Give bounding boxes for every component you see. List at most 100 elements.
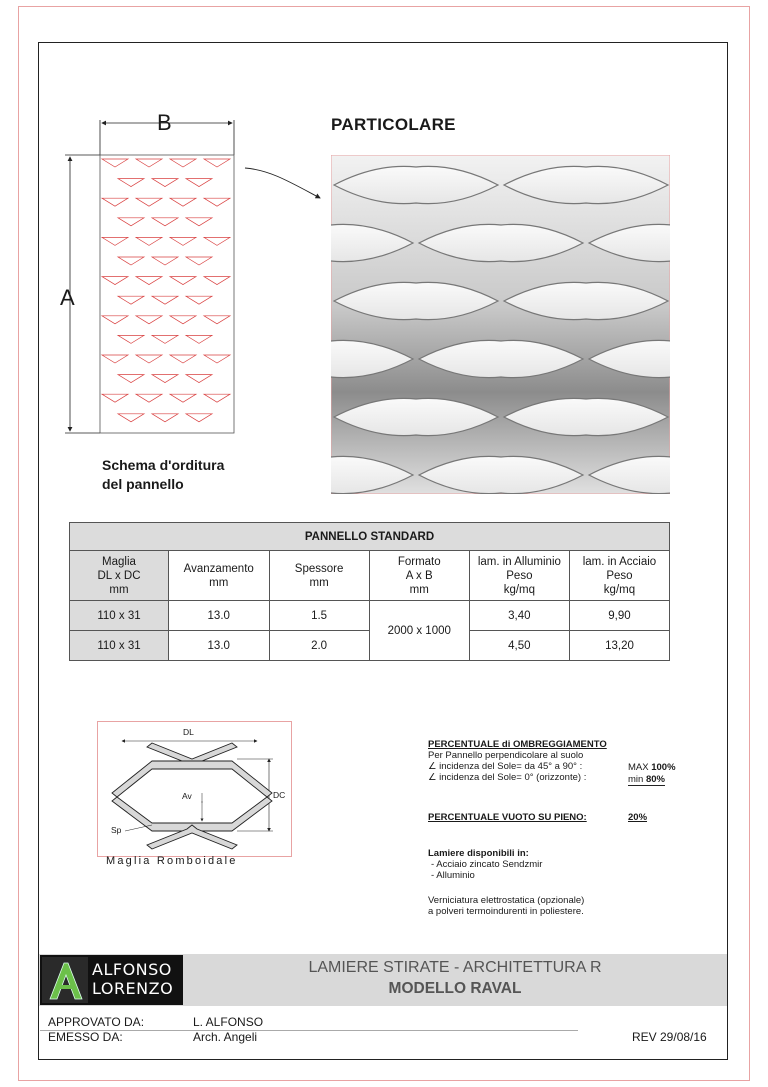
shading-min: min 80%	[628, 774, 665, 786]
pattern-triangle	[202, 237, 232, 246]
pattern-triangle	[150, 217, 180, 227]
mesh-hole	[417, 223, 585, 263]
cell-alluminio: 3,40	[468, 600, 570, 631]
mesh-diagram	[97, 721, 292, 857]
inner-frame	[38, 42, 728, 1060]
header-line: mm	[109, 583, 129, 596]
col-header-maglia: Maglia DL x DC mm	[69, 550, 169, 601]
table-title: PANNELLO STANDARD	[69, 522, 670, 551]
mesh-label-av: Av	[182, 791, 192, 801]
col-header-spessore: Spessore mm	[268, 550, 370, 601]
pattern-triangle	[100, 158, 130, 168]
pattern-triangle	[168, 276, 198, 286]
header-line: lam. in Acciaio	[582, 555, 657, 568]
max-label: MAX	[628, 762, 649, 773]
header-line: Spessore	[294, 562, 344, 575]
document-subtitle: MODELLO RAVAL	[388, 980, 522, 997]
logo-line1: ALFONSO	[92, 960, 172, 979]
pattern-triangle	[134, 237, 164, 246]
mesh-hole	[332, 397, 500, 437]
pattern-triangle	[116, 295, 146, 305]
min-value: 80%	[645, 774, 665, 785]
mesh-hole	[502, 165, 670, 205]
revision: REV 29/08/16	[632, 1030, 707, 1044]
pattern-triangle	[134, 354, 164, 364]
pattern-triangle	[116, 413, 146, 423]
approved-label: APPROVATO DA:	[48, 1015, 145, 1029]
availability-title: Lamiere disponibili in:	[428, 848, 529, 859]
info-block: PERCENTUALE di OMBREGGIAMENTO Per Pannel…	[428, 739, 688, 783]
pattern-triangle	[150, 413, 180, 423]
cell-alluminio: 4,50	[468, 630, 570, 661]
pattern-triangle	[134, 276, 164, 286]
header-line: Avanzamento	[183, 562, 254, 575]
table-row: 110 x 31 13.0 1.5 2000 x 1000 3,40 9,90	[69, 600, 671, 661]
cell-avanzamento: 13.0	[167, 600, 270, 631]
mesh-hole	[587, 339, 670, 379]
standard-panel-table: PANNELLO STANDARD Maglia DL x DC mm Avan…	[69, 522, 671, 661]
pattern-triangle	[202, 197, 232, 207]
schema-caption: Schema d'orditura del pannello	[102, 456, 224, 494]
mesh-hole	[332, 281, 500, 321]
paint-block: Verniciatura elettrostatica (opzionale) …	[428, 895, 584, 917]
pattern-triangle	[168, 158, 198, 168]
header-line: Peso	[606, 569, 633, 582]
header-line: Formato	[397, 555, 441, 568]
pattern-triangle	[100, 354, 130, 364]
col-header-formato: Formato A x B mm	[368, 550, 470, 601]
col-header-acciaio: lam. in Acciaio Peso kg/mq	[568, 550, 671, 601]
availability-item: - Acciaio zincato Sendzmir	[431, 859, 543, 870]
cell-maglia: 110 x 31	[69, 630, 169, 661]
pattern-triangle	[184, 295, 214, 305]
pattern-triangle	[150, 295, 180, 305]
pattern-triangle	[202, 315, 232, 325]
pattern-triangle	[184, 178, 214, 188]
cell-acciaio: 13,20	[568, 630, 671, 661]
shading-line3: ∠ incidenza del Sole= 0° (orizzonte) :	[428, 772, 587, 783]
issued-label: EMESSO DA:	[48, 1030, 123, 1044]
mesh-label-dc: DC	[273, 790, 286, 800]
header-line: A x B	[405, 569, 433, 582]
pattern-triangle	[150, 256, 180, 266]
pattern-triangle	[116, 217, 146, 227]
header-line: mm	[309, 576, 329, 589]
mesh-hole	[331, 339, 415, 379]
void-title: PERCENTUALE VUOTO SU PIENO:	[428, 812, 587, 823]
mesh-hole	[332, 165, 500, 205]
pattern-triangle	[168, 237, 198, 246]
pattern-triangle	[184, 217, 214, 227]
header-line: lam. in Alluminio	[477, 555, 561, 568]
cell-formato: 2000 x 1000	[368, 600, 470, 661]
schema-caption-line1: Schema d'orditura	[102, 457, 225, 473]
pattern-triangle	[116, 256, 146, 266]
cell-spessore: 1.5	[268, 600, 370, 631]
pattern-triangle	[150, 374, 180, 384]
pattern-triangle	[100, 276, 130, 286]
pattern-triangle	[100, 393, 130, 403]
header-line: kg/mq	[603, 583, 636, 596]
mesh-hole	[587, 223, 670, 263]
table-row: 110 x 31 13.0 2.0 4,50 13,20	[69, 630, 671, 661]
void-value: 20%	[628, 812, 648, 823]
cell-acciaio: 9,90	[568, 600, 671, 631]
col-header-alluminio: lam. in Alluminio Peso kg/mq	[468, 550, 570, 601]
pattern-triangle	[100, 197, 130, 207]
pattern-triangle	[150, 178, 180, 188]
outer-frame	[18, 6, 750, 1081]
pattern-triangle	[202, 158, 232, 168]
pattern-triangle	[168, 197, 198, 207]
pattern-triangle	[202, 393, 232, 403]
approved-value: L. ALFONSO	[193, 1015, 264, 1029]
pattern-triangle	[150, 335, 180, 344]
max-value: 100%	[651, 762, 676, 773]
pattern-triangle	[134, 197, 164, 207]
min-label: min	[628, 774, 644, 785]
pattern-triangle	[116, 178, 146, 188]
mesh-hole	[502, 397, 670, 437]
mesh-hole	[417, 339, 585, 379]
detail-mesh-photo	[331, 155, 670, 494]
shading-line2: ∠ incidenza del Sole= da 45° a 90° :	[428, 761, 583, 772]
issued-value: Arch. Angeli	[193, 1030, 258, 1044]
pattern-triangle	[184, 413, 214, 423]
pattern-triangle	[184, 256, 214, 266]
